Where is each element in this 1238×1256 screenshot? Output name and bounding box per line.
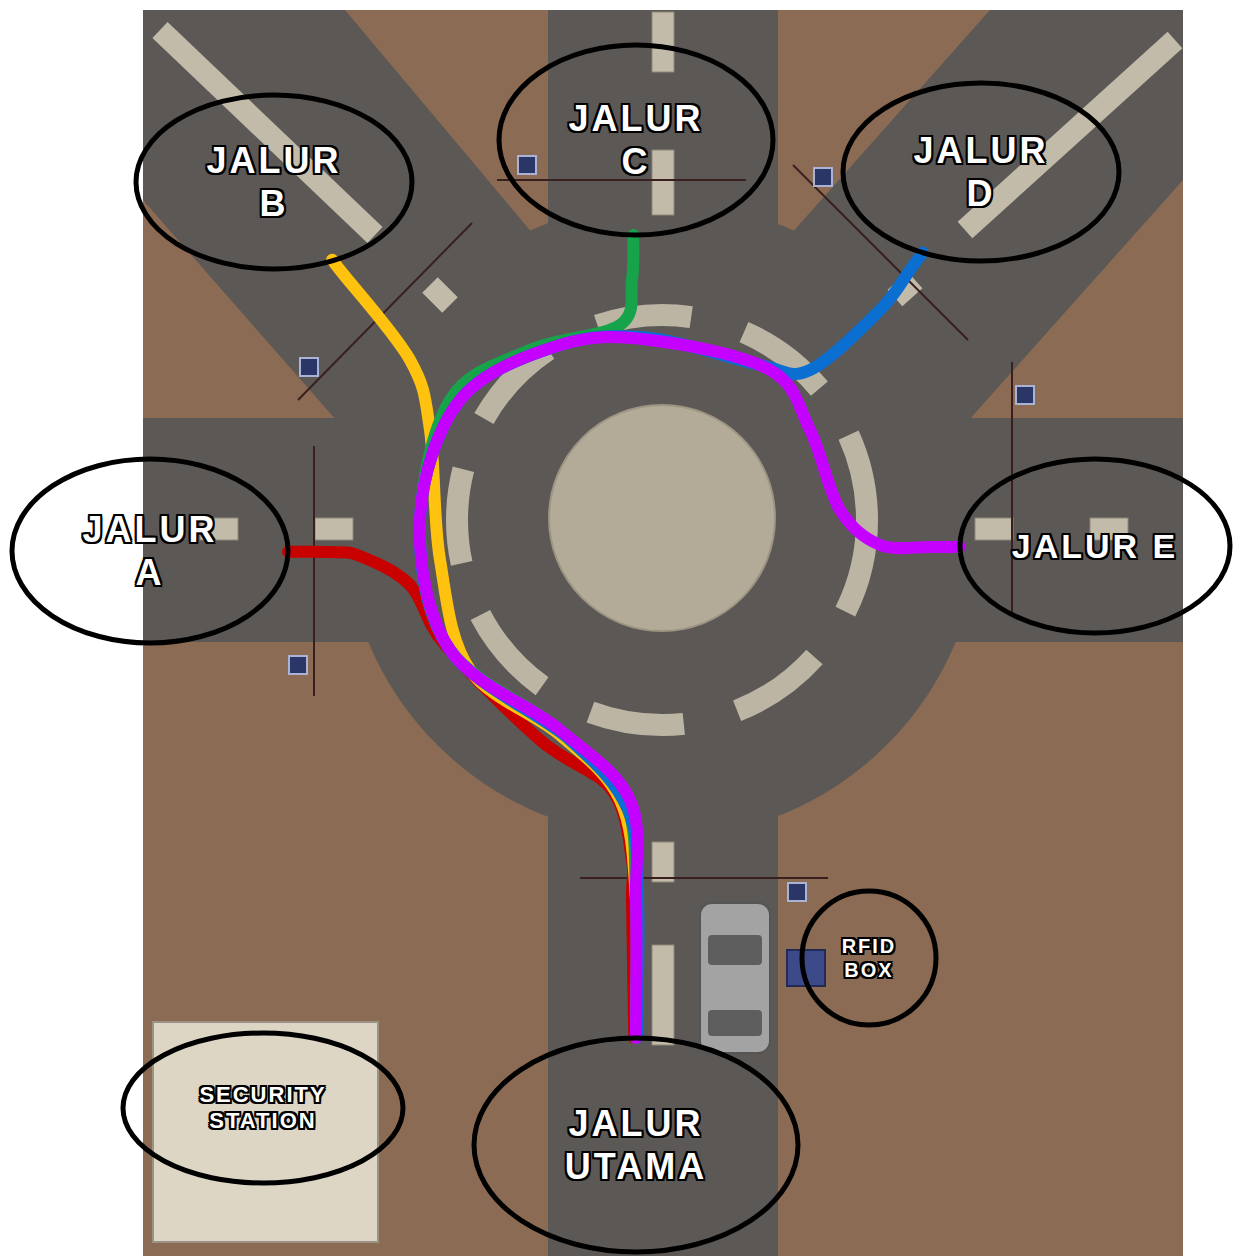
lane-label: JALUR C xyxy=(496,42,776,238)
ellipse-outline xyxy=(799,888,939,1028)
lane-label: JALUR B xyxy=(133,92,415,272)
vehicle-route xyxy=(420,337,960,1038)
rfid-label: RFID BOX xyxy=(799,888,939,1028)
lane-name: JALUR E xyxy=(975,526,1215,567)
ellipse-outline xyxy=(840,80,1122,264)
lane-name: JALUR D xyxy=(906,129,1056,215)
lane-label: JALUR E xyxy=(957,456,1233,636)
ellipse-outline xyxy=(496,42,776,238)
lane-label: JALUR A xyxy=(9,456,291,646)
ellipse-outline xyxy=(9,456,291,646)
lane-name: JALUR UTAMA xyxy=(551,1102,721,1188)
station-label: SECURITY STATION xyxy=(120,1030,406,1186)
ellipse-outline xyxy=(133,92,415,272)
lane-name: JALUR B xyxy=(199,139,349,225)
lane-name: JALUR A xyxy=(75,508,225,594)
lane-name: SECURITY STATION xyxy=(168,1082,358,1135)
main-lane-label: JALUR UTAMA xyxy=(471,1035,801,1255)
lane-name: RFID BOX xyxy=(829,934,909,982)
lane-name: JALUR C xyxy=(561,97,711,183)
vehicle-route xyxy=(288,552,634,1038)
ellipse-outline xyxy=(471,1035,801,1255)
lane-label: JALUR D xyxy=(840,80,1122,264)
